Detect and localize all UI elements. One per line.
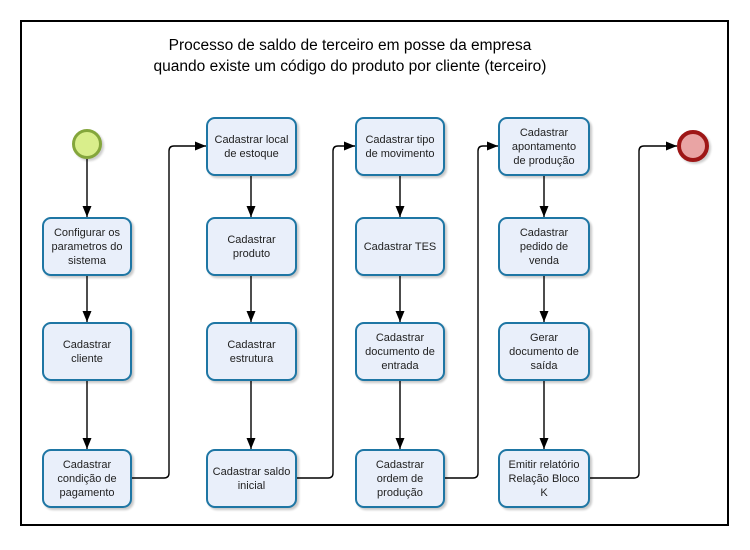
step-cadastrar-cliente: Cadastrar cliente [42, 322, 132, 381]
step-cadastrar-estrutura: Cadastrar estrutura [206, 322, 297, 381]
title-line-2: quando existe um código do produto por c… [153, 57, 547, 75]
step-configurar-parametros-sistema: Configurar os parametros do sistema [42, 217, 132, 276]
start-event-node [72, 129, 102, 159]
step-cadastrar-apontamento-producao: Cadastrar apontamento de produção [498, 117, 590, 176]
step-cadastrar-tipo-movimento: Cadastrar tipo de movimento [355, 117, 445, 176]
step-cadastrar-documento-entrada: Cadastrar documento de entrada [355, 322, 445, 381]
step-emitir-relatorio-bloco-k: Emitir relatório Relação Bloco K [498, 449, 590, 508]
diagram-title: Processo de saldo de terceiro em posse d… [75, 36, 625, 77]
title-line-1: Processo de saldo de terceiro em posse d… [168, 37, 532, 54]
step-cadastrar-saldo-inicial: Cadastrar saldo inicial [206, 449, 297, 508]
step-cadastrar-produto: Cadastrar produto [206, 217, 297, 276]
step-cadastrar-pedido-venda: Cadastrar pedido de venda [498, 217, 590, 276]
step-gerar-documento-saida: Gerar documento de saída [498, 322, 590, 381]
diagram-frame [20, 20, 729, 526]
step-cadastrar-local-estoque: Cadastrar local de estoque [206, 117, 297, 176]
step-cadastrar-ordem-producao: Cadastrar ordem de produção [355, 449, 445, 508]
end-event-node [677, 130, 709, 162]
step-cadastrar-condicao-pagamento: Cadastrar condição de pagamento [42, 449, 132, 508]
step-cadastrar-tes: Cadastrar TES [355, 217, 445, 276]
